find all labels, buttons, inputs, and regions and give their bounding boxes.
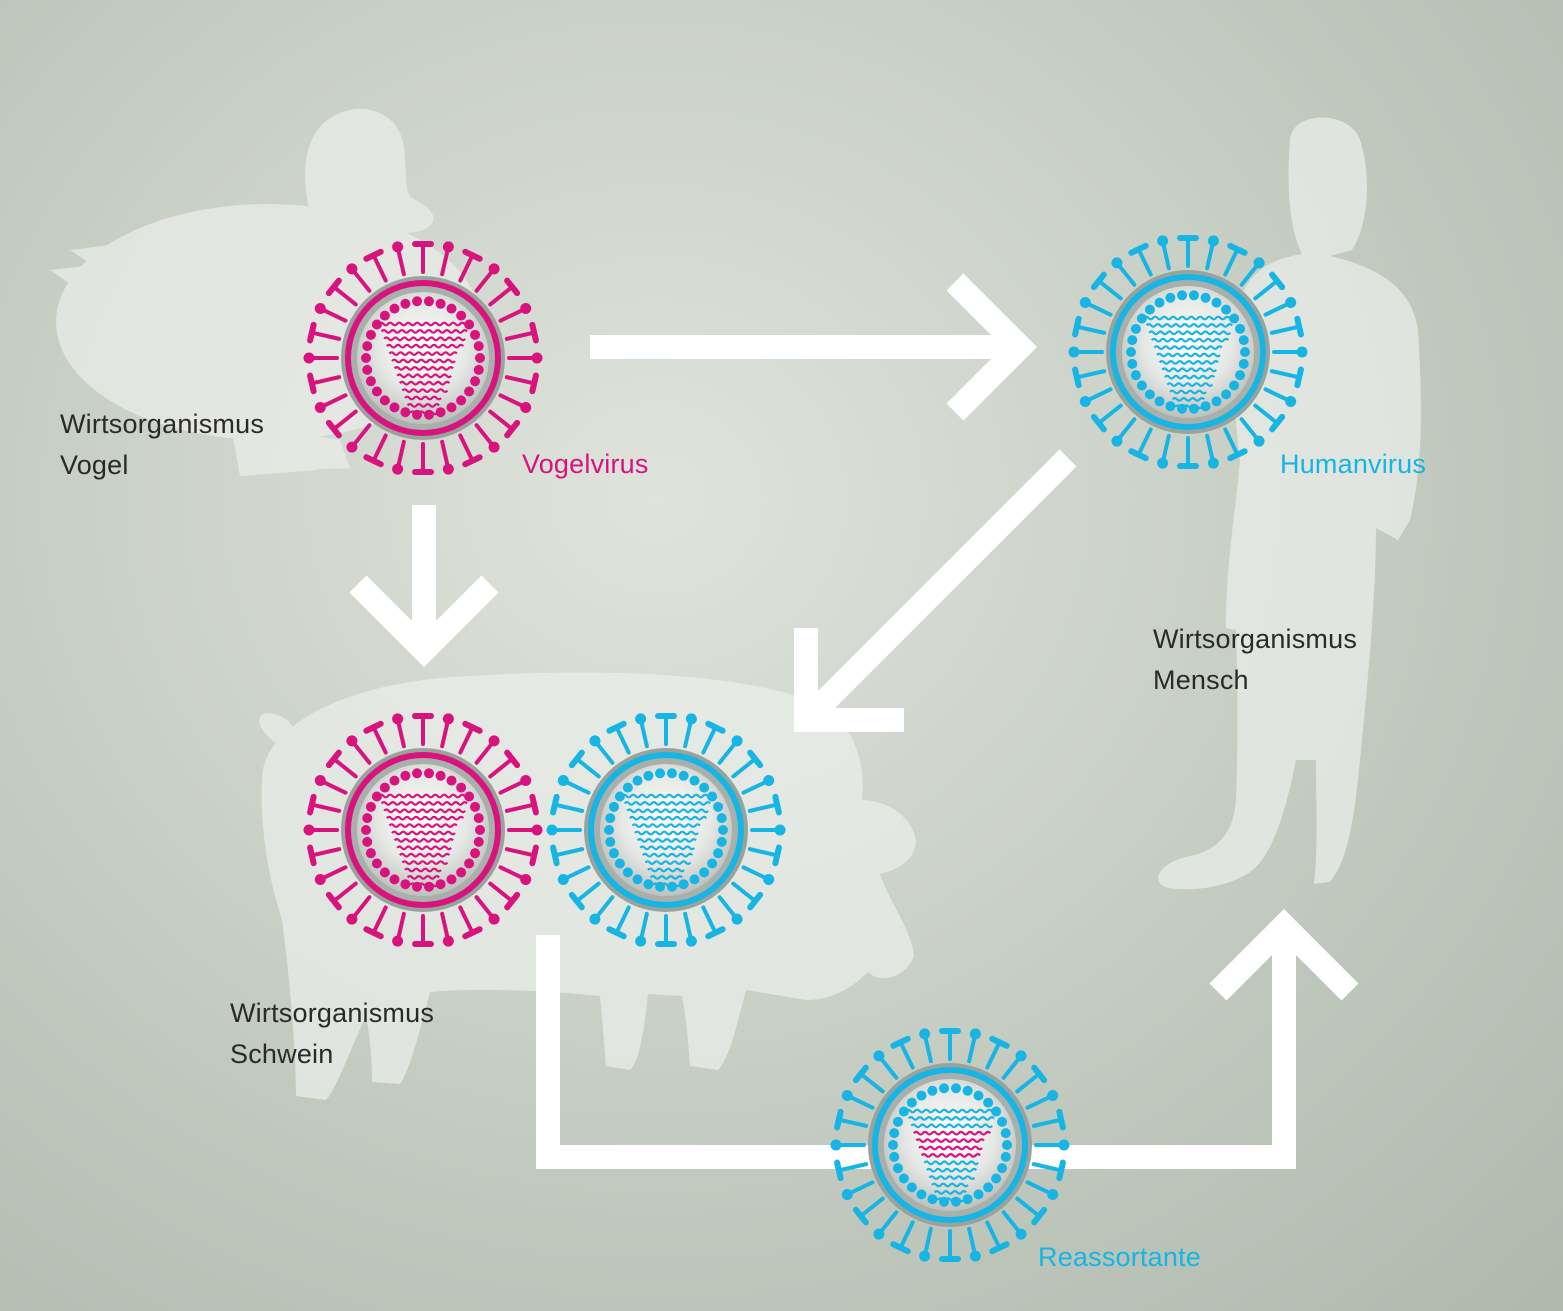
pig-bird-virus-icon [303, 713, 543, 947]
host-human-line2: Mensch [1153, 665, 1249, 695]
bird-virus-text: Vogelvirus [522, 449, 649, 479]
arrow-human-to-pig-icon [794, 449, 1077, 732]
pig-human-virus-icon [546, 713, 786, 947]
host-bird-line2: Vogel [60, 450, 129, 480]
human-virus-label: Humanvirus [1280, 444, 1426, 485]
host-human-line1: Wirtsorganismus [1153, 624, 1358, 654]
host-pig-line2: Schwein [230, 1039, 334, 1069]
reassortant-virus-icon [830, 1028, 1070, 1262]
bird-virus-label: Vogelvirus [522, 444, 649, 485]
reassortant-label: Reassortante [1038, 1237, 1201, 1278]
host-pig-line1: Wirtsorganismus [230, 998, 435, 1028]
host-bird-label: Wirtsorganismus Vogel [60, 404, 264, 486]
host-bird-line1: Wirtsorganismus [60, 409, 265, 439]
human-virus-text: Humanvirus [1280, 449, 1427, 479]
human-silhouette-icon [1158, 117, 1421, 890]
human-virus-icon [1068, 235, 1308, 469]
host-pig-label: Wirtsorganismus Schwein [230, 993, 434, 1075]
bird-virus-icon [303, 241, 543, 475]
host-human-label: Wirtsorganismus Mensch [1153, 619, 1357, 701]
arrow-bird-to-human-icon [590, 273, 1037, 421]
reassortant-text: Reassortante [1038, 1242, 1201, 1272]
arrow-bird-to-pig-icon [349, 505, 499, 667]
arrows [349, 273, 1359, 1169]
